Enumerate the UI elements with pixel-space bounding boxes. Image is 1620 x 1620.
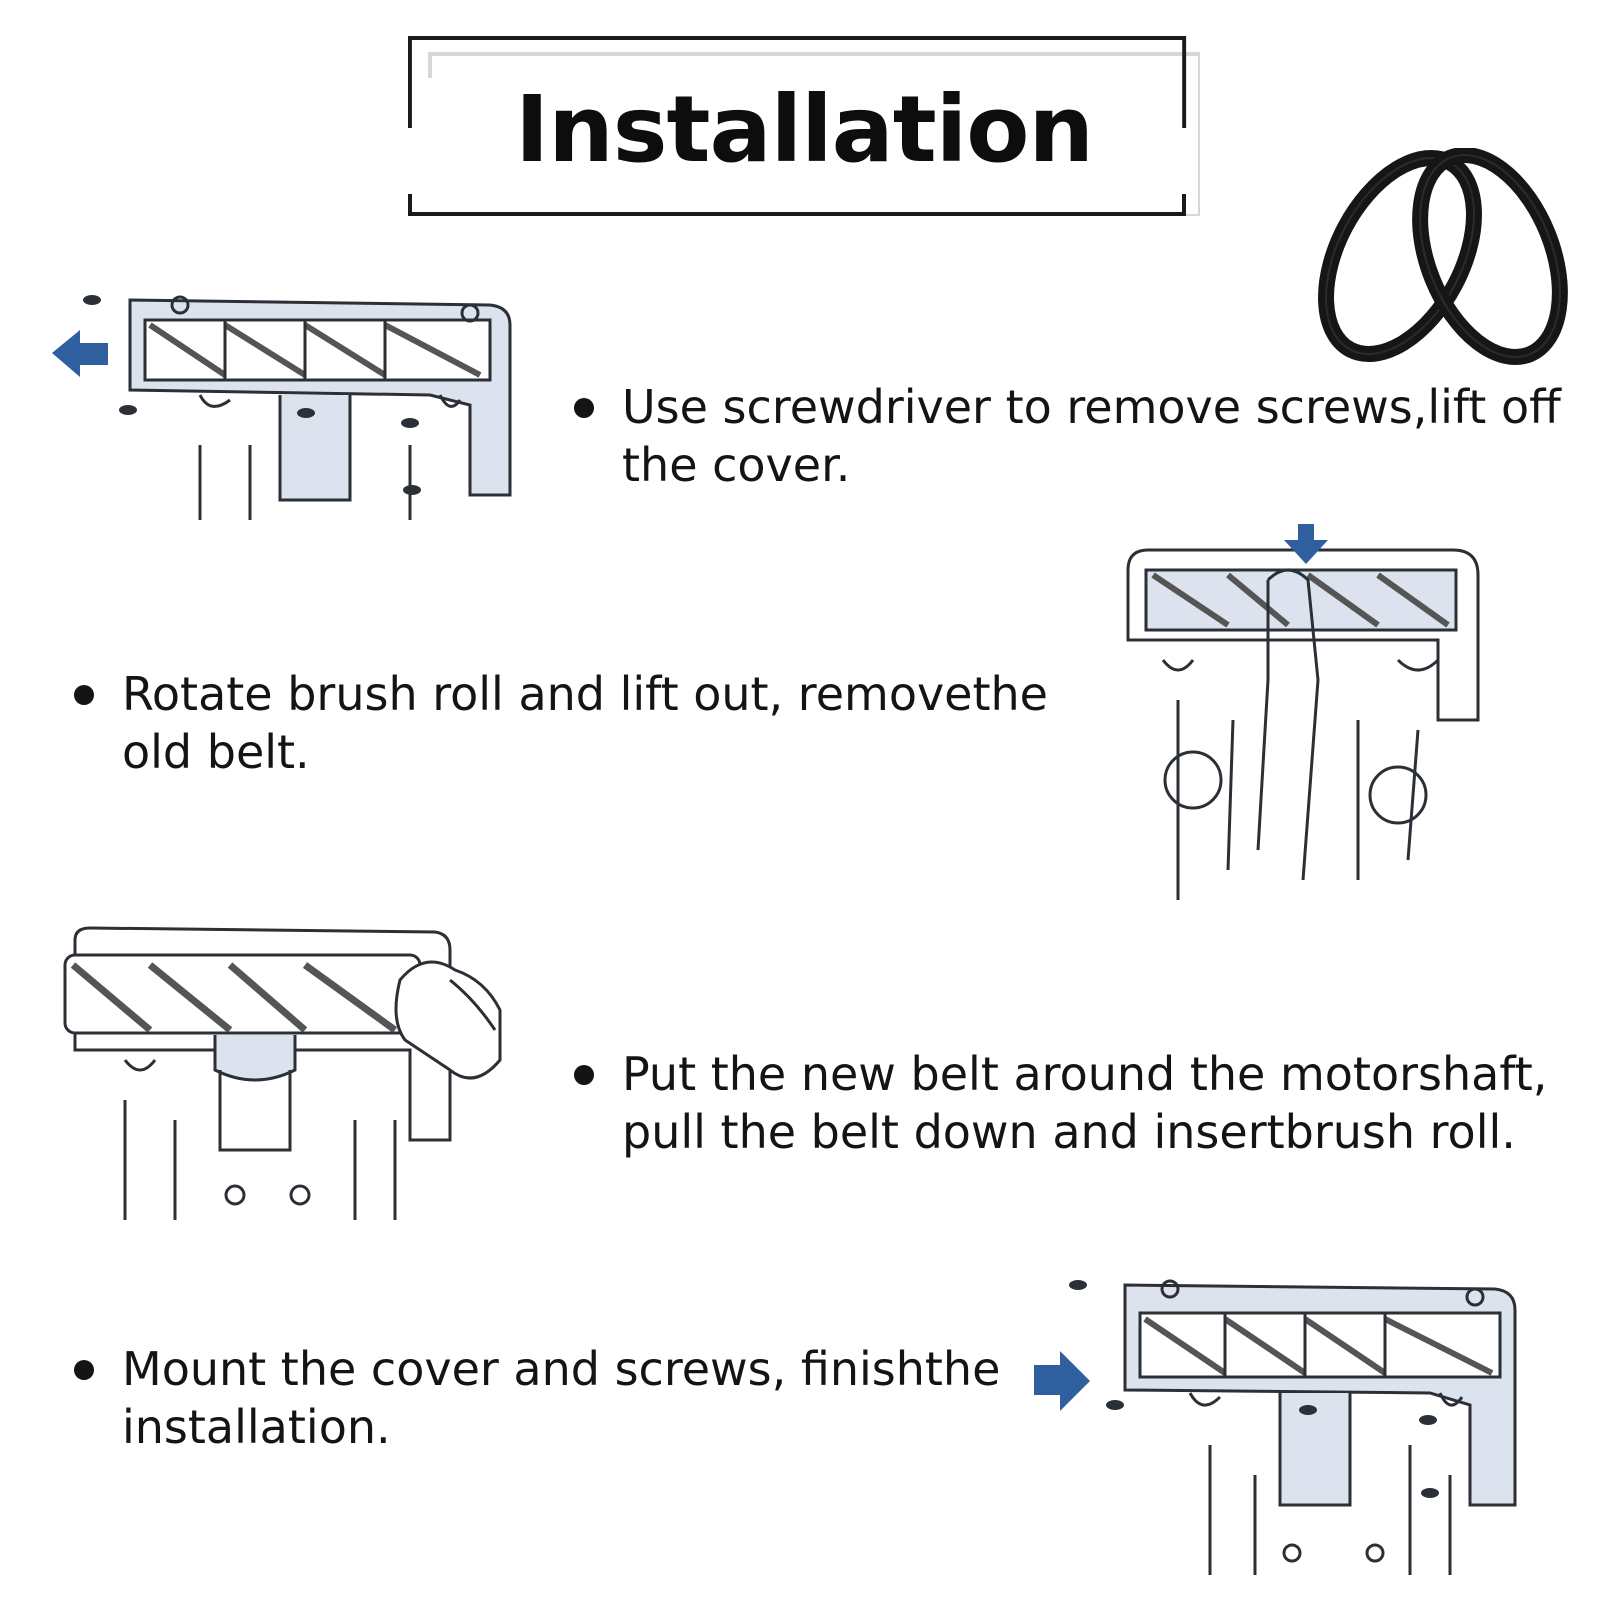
- step-4-text: Mount the cover and screws, finishthe in…: [122, 1342, 1001, 1454]
- step1-remove-cover-illustration: [52, 295, 512, 520]
- title-frame: Installation: [408, 36, 1200, 216]
- down-arrow-icon: [1284, 524, 1328, 564]
- page-title: Installation: [515, 76, 1094, 183]
- title-frame-border: [408, 36, 1200, 216]
- right-arrow-icon: [1034, 1351, 1090, 1411]
- drive-belts-icon: [1318, 148, 1568, 365]
- step-2-text: Rotate brush roll and lift out, removeth…: [122, 667, 1048, 779]
- step2-lift-brush-illustration: [1126, 524, 1480, 900]
- bullet-icon: [74, 1360, 94, 1380]
- step-3: Put the new belt around the motorshaft, …: [574, 1045, 1582, 1161]
- bullet-icon: [574, 1065, 594, 1085]
- step-1-text: Use screwdriver to remove screws,lift of…: [622, 380, 1561, 492]
- step-1: Use screwdriver to remove screws,lift of…: [574, 378, 1582, 494]
- bullet-icon: [574, 398, 594, 418]
- step-4: Mount the cover and screws, finishthe in…: [74, 1340, 1002, 1456]
- step-3-text: Put the new belt around the motorshaft, …: [622, 1047, 1548, 1159]
- step-2: Rotate brush roll and lift out, removeth…: [74, 665, 1052, 781]
- bullet-icon: [74, 685, 94, 705]
- step4-mount-cover-illustration: [1034, 1279, 1517, 1575]
- left-arrow-icon: [52, 330, 108, 377]
- step3-insert-belt-illustration: [63, 926, 502, 1220]
